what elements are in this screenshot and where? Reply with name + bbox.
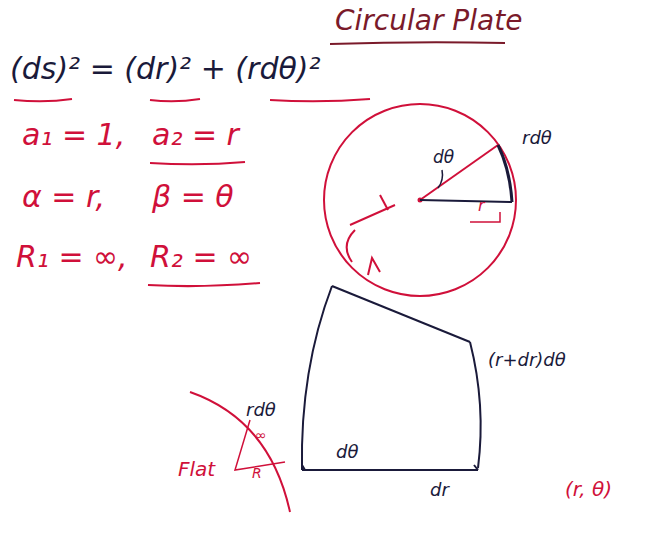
edge-label: rdθ	[246, 400, 276, 420]
edge-label: dr	[430, 480, 449, 500]
radius-value: ∞	[255, 428, 267, 443]
flat-radius	[235, 420, 285, 470]
element-edge	[302, 469, 478, 471]
angle-arc	[438, 170, 443, 188]
edge-label: (r+dr)dθ	[488, 350, 566, 370]
radius-label: R	[252, 466, 262, 481]
flat-arc	[190, 392, 290, 512]
radius-line	[420, 145, 498, 200]
arc-label: rdθ	[522, 128, 552, 148]
radius-value: R₂ = ∞	[150, 240, 252, 273]
equation: (ds)² = (dr)² + (rdθ)²	[10, 52, 321, 85]
element-edge	[302, 286, 332, 470]
sketch-tick	[380, 195, 388, 210]
coordinate: α = r,	[22, 180, 105, 213]
title: Circular Plate	[335, 6, 522, 37]
underline	[148, 283, 260, 286]
plate-circle	[324, 104, 516, 296]
radius-line	[420, 200, 512, 202]
sketch-arrow	[368, 258, 380, 275]
arrow-tick	[302, 465, 478, 470]
angle-label: dθ	[336, 442, 358, 462]
coordinate: β = θ	[152, 180, 234, 213]
flat-label: Flat	[178, 458, 215, 480]
radius-value: R₁ = ∞,	[16, 240, 128, 273]
underline	[150, 162, 245, 164]
underline	[14, 99, 72, 101]
arc-element	[498, 145, 512, 202]
point-label: (r, θ)	[565, 478, 612, 500]
underline	[150, 99, 200, 101]
sketch-curve	[347, 230, 355, 262]
r-bracket	[470, 212, 500, 222]
underline	[330, 42, 505, 44]
coefficient: a₂ = r	[152, 118, 239, 151]
radius-label: r	[478, 197, 485, 215]
underline	[270, 99, 370, 101]
element-edge	[332, 286, 470, 342]
coefficient: a₁ = 1,	[22, 118, 125, 151]
element-edge	[470, 342, 481, 468]
angle-label: dθ	[433, 148, 454, 167]
sketch-line	[350, 205, 395, 225]
